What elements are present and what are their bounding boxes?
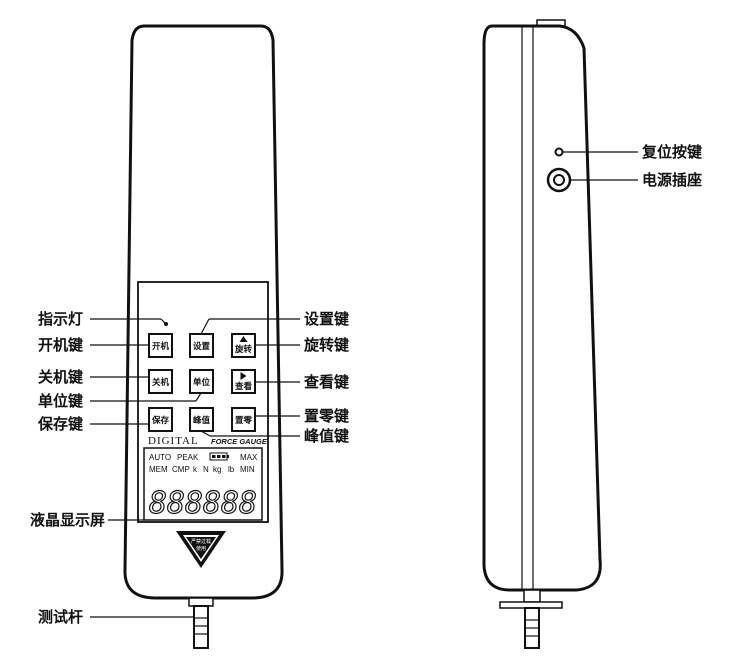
lcd-n: N	[203, 465, 209, 474]
warning-triangle: 严禁过载 使用	[176, 531, 226, 568]
label-power-off-key: 关机键	[38, 368, 83, 386]
label-power-on-key: 开机键	[38, 336, 83, 354]
lcd-kg: kg	[213, 465, 221, 474]
lcd-peak: PEAK	[177, 453, 199, 462]
lcd-mem: MEM	[149, 465, 168, 474]
side-body	[482, 24, 602, 592]
peak-button[interactable]: 峰值	[189, 407, 214, 432]
test-rod	[193, 605, 209, 649]
lcd-lb: lb	[228, 465, 235, 474]
label-unit-key: 单位键	[38, 392, 83, 410]
view-button-label: 查看	[234, 381, 253, 392]
label-zero-key: 置零键	[304, 407, 349, 425]
power-on-button-label: 开机	[152, 341, 170, 352]
up-arrow-icon	[239, 336, 248, 342]
side-callouts: 复位按键 电源插座	[563, 143, 702, 189]
save-button[interactable]: 保存	[148, 407, 173, 432]
label-lcd-screen: 液晶显示屏	[30, 511, 105, 529]
label-save-key: 保存键	[37, 415, 83, 433]
front-body	[123, 24, 284, 600]
settings-button-label: 设置	[193, 341, 211, 352]
lcd-digits: 888888	[149, 486, 257, 521]
power-off-button[interactable]: 关机	[148, 369, 173, 394]
brand-force-gauge: FORCE GAUGE	[211, 437, 268, 446]
label-settings-key: 设置键	[304, 310, 349, 328]
lcd-screen	[143, 447, 263, 521]
front-callouts: 指示灯 开机键 关机键 单位键 保存键 液晶显示屏 测试杆 设置键 旋转键 查看…	[30, 310, 349, 626]
settings-button[interactable]: 设置	[189, 333, 214, 358]
reset-button[interactable]	[554, 147, 564, 157]
lcd-cmp: CMP	[172, 465, 190, 474]
label-test-rod: 测试杆	[38, 608, 83, 626]
label-indicator-light: 指示灯	[38, 310, 83, 328]
label-rotate-key: 旋转键	[303, 336, 349, 354]
warning-text-2: 使用	[196, 545, 206, 552]
peak-button-label: 峰值	[193, 415, 211, 426]
label-view-key: 查看键	[304, 373, 349, 391]
unit-button[interactable]: 单位	[189, 369, 214, 394]
power-off-button-label: 关机	[152, 377, 170, 388]
side-neck	[523, 589, 541, 603]
front-neck	[188, 597, 214, 607]
lcd-auto: AUTO	[149, 453, 171, 462]
power-socket[interactable]	[546, 167, 572, 193]
label-peak-key: 峰值键	[304, 427, 349, 445]
warning-text-1: 严禁过载	[191, 538, 211, 545]
battery-icon	[209, 452, 229, 461]
power-on-button[interactable]: 开机	[148, 333, 173, 358]
zero-button[interactable]: 置零	[231, 407, 256, 432]
save-button-label: 保存	[151, 415, 170, 426]
side-view	[482, 19, 602, 649]
rotate-button-label: 旋转	[234, 344, 253, 355]
right-arrow-icon	[240, 372, 247, 380]
lcd-min: MIN	[240, 465, 255, 474]
front-view: 开机 设置 旋转 关机 单位 查看 保存	[123, 24, 284, 649]
label-power-socket: 电源插座	[642, 171, 702, 189]
unit-button-label: 单位	[193, 377, 211, 388]
lcd-k: k	[193, 465, 198, 474]
rotate-button[interactable]: 旋转	[231, 333, 256, 358]
zero-button-label: 置零	[235, 415, 253, 426]
brand-digital: DIGITAL	[148, 435, 199, 447]
label-reset-button: 复位按键	[641, 143, 702, 161]
view-button[interactable]: 查看	[231, 369, 256, 394]
lcd-max: MAX	[240, 453, 258, 462]
